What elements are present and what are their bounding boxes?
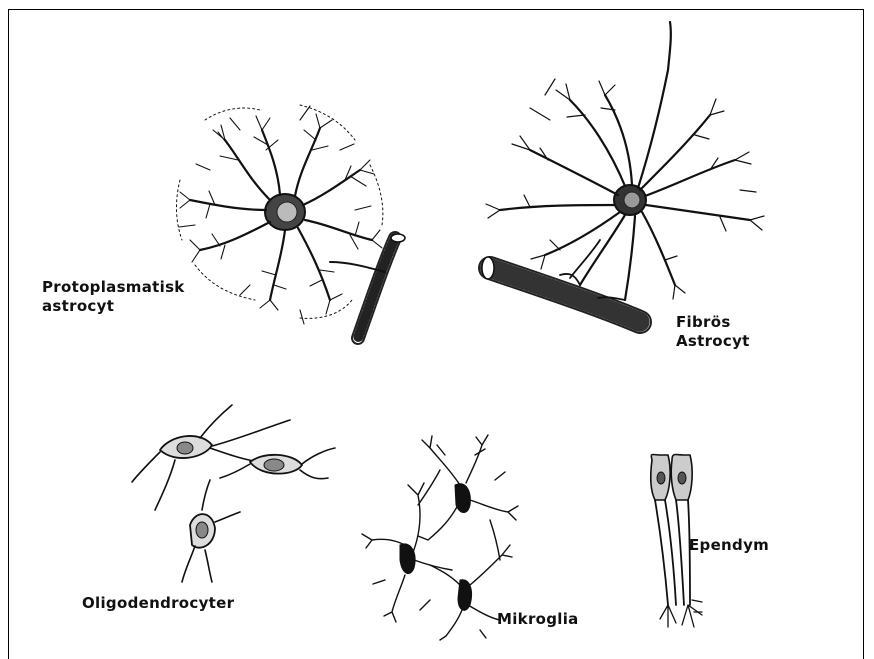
blood-vessel [358,234,405,338]
label-fibros-astrocyt: Fibrös Astrocyt [676,313,750,351]
blood-vessel-large [482,257,640,322]
fibrous-astrocyte-drawing [482,22,764,322]
label-ependym: Ependym [689,536,769,555]
label-protoplasmatisk-astrocyt: Protoplasmatisk astrocyt [42,278,185,316]
label-oligodendrocyter: Oligodendrocyter [82,594,234,613]
microglia-drawing [362,435,518,640]
oligodendrocytes-drawing [132,405,335,582]
protoplasmic-astrocyte-drawing [176,105,405,338]
label-mikroglia: Mikroglia [497,610,579,629]
